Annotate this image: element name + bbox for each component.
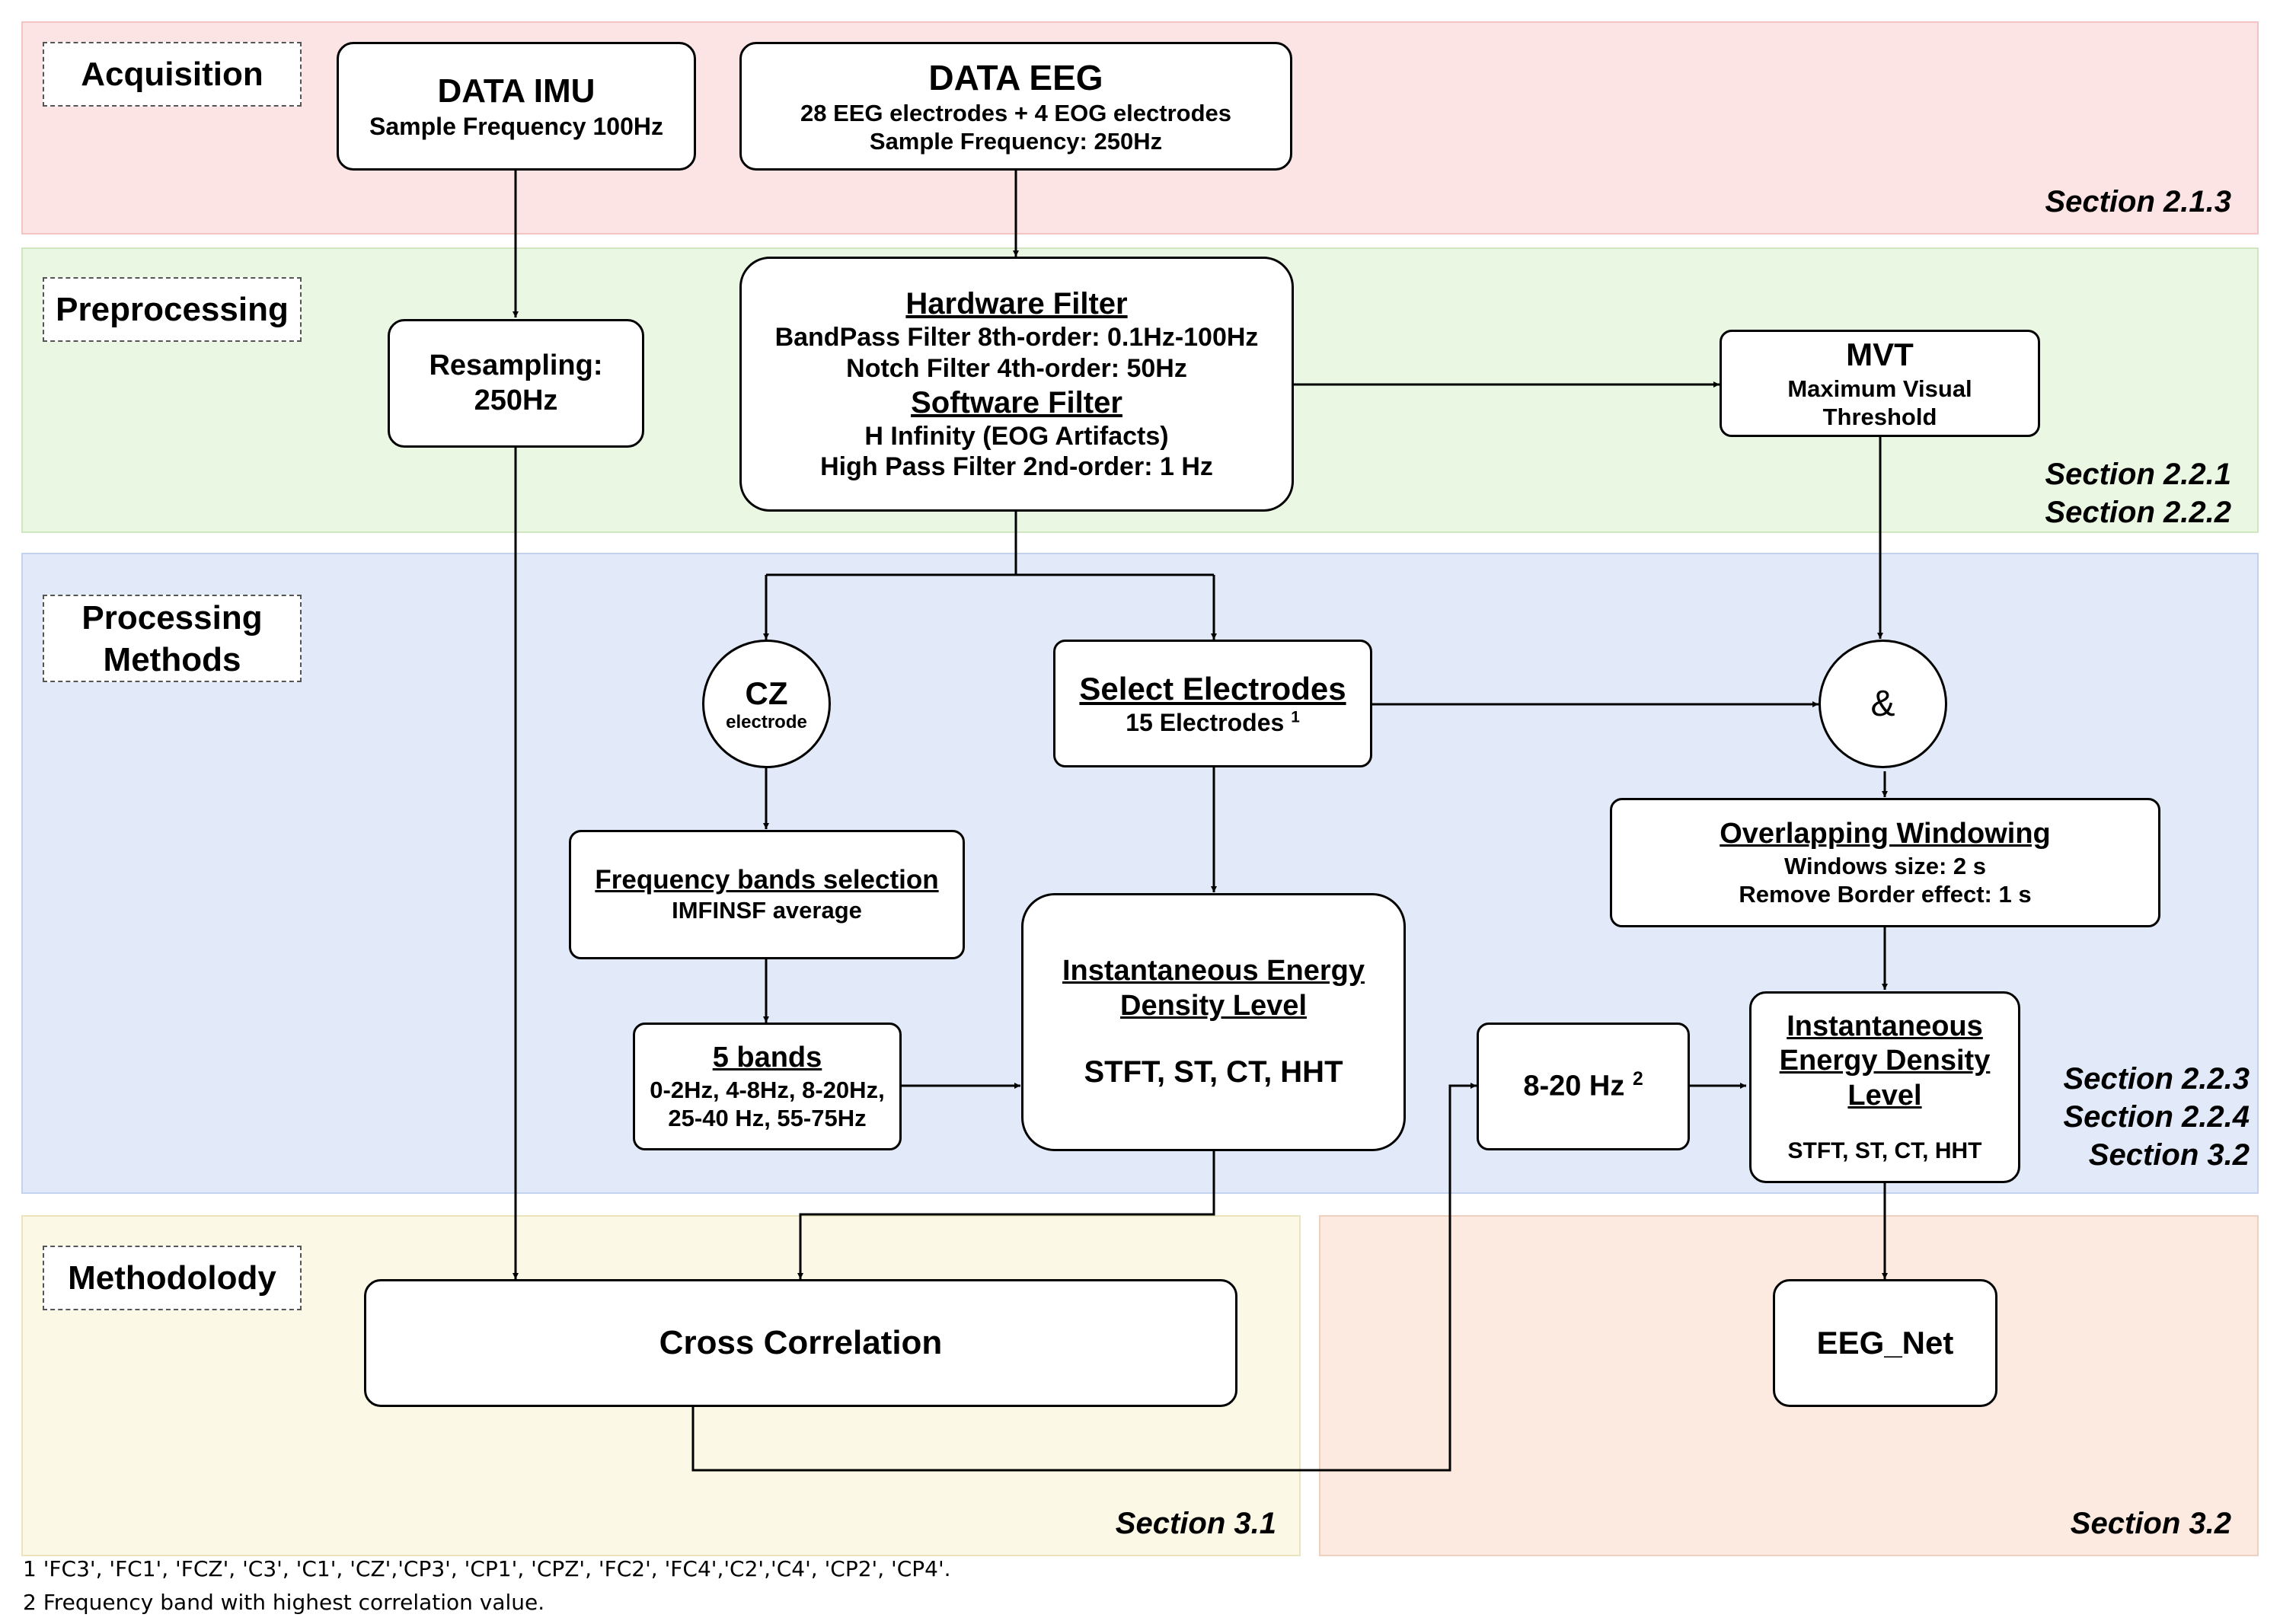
frequency-bands-selection-node: Frequency bands selection IMFINSF averag… <box>569 830 965 959</box>
eeg-net-node: EEG_Net <box>1773 1279 1997 1407</box>
section-label-preprocessing: Section 2.2.1 Section 2.2.2 <box>2045 458 2231 529</box>
band-8-20hz-node: 8-20 Hz 2 <box>1477 1023 1690 1150</box>
stage-label-acquisition: Acquisition <box>43 42 302 107</box>
footnote-1: 1 'FC3', 'FC1', 'FCZ', 'C3', 'C1', 'CZ',… <box>23 1556 951 1581</box>
mvt-node: MVT Maximum Visual Threshold <box>1720 330 2040 437</box>
ied-right-node: Instantaneous Energy Density Level STFT,… <box>1749 991 2020 1183</box>
section-label-methodology-right: Section 3.2 <box>2070 1507 2231 1540</box>
cz-electrode-node: CZ electrode <box>702 640 831 768</box>
filters-node: Hardware Filter BandPass Filter 8th-orde… <box>739 257 1294 512</box>
stage-label-preprocessing: Preprocessing <box>43 277 302 342</box>
and-gate-node: & <box>1819 640 1947 768</box>
cross-correlation-node: Cross Correlation <box>364 1279 1237 1407</box>
data-eeg-node: DATA EEG 28 EEG electrodes + 4 EOG elect… <box>739 42 1292 171</box>
stage-label-methodology: Methodolody <box>43 1246 302 1310</box>
select-electrodes-node: Select Electrodes 15 Electrodes 1 <box>1053 640 1372 767</box>
section-label-processing: Section 2.2.3 Section 2.2.4 Section 3.2 <box>2063 1062 2250 1172</box>
five-bands-node: 5 bands 0-2Hz, 4-8Hz, 8-20Hz, 25-40 Hz, … <box>633 1023 902 1150</box>
stage-label-processing-methods: Processing Methods <box>43 595 302 682</box>
arrow-crosscorr-to-band <box>691 1083 1477 1472</box>
ied-center-node: Instantaneous Energy Density Level STFT,… <box>1021 893 1406 1151</box>
arrow-ied-to-crosscorr <box>797 1151 1215 1279</box>
data-imu-node: DATA IMU Sample Frequency 100Hz <box>337 42 696 171</box>
resampling-node: Resampling: 250Hz <box>388 319 644 448</box>
overlapping-windowing-node: Overlapping Windowing Windows size: 2 s … <box>1610 798 2160 927</box>
section-label-acquisition: Section 2.1.3 <box>2045 185 2231 219</box>
footnote-2: 2 Frequency band with highest correlatio… <box>23 1590 545 1615</box>
section-label-methodology-left: Section 3.1 <box>1115 1507 1276 1540</box>
